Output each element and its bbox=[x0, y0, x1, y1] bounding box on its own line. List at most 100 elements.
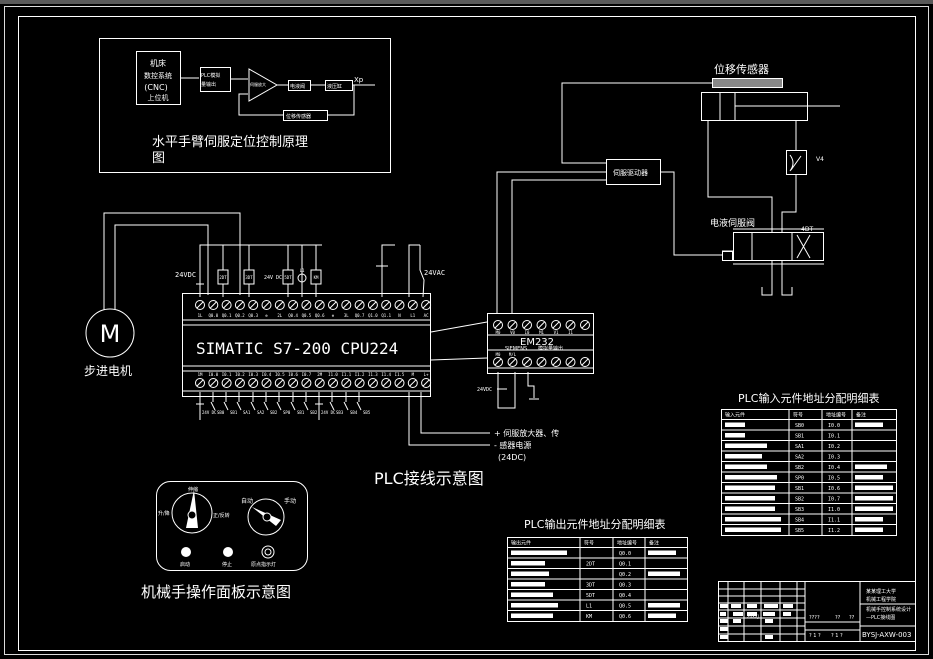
terminal-screw bbox=[565, 357, 576, 367]
terminal-slot bbox=[289, 301, 297, 309]
load-label: KM bbox=[314, 275, 319, 280]
knob-1[interactable] bbox=[171, 492, 213, 534]
terminal-slot bbox=[196, 379, 204, 387]
load-label: 3DT bbox=[245, 275, 253, 280]
amplifier-triangle bbox=[248, 68, 279, 102]
valve-control-wire bbox=[661, 171, 722, 256]
servo-driver-label: 伺服驱动器 bbox=[613, 168, 648, 177]
terminal-label: Q0.2 bbox=[235, 313, 245, 318]
load-coil bbox=[217, 269, 229, 285]
em232-terminal-label: M1 bbox=[539, 330, 544, 335]
terminal-slot bbox=[581, 321, 589, 329]
table-header: 符号 bbox=[584, 540, 594, 547]
table-cell-symbol: L1 bbox=[586, 604, 592, 610]
terminal-screw bbox=[314, 300, 325, 310]
terminal-screw bbox=[274, 300, 285, 310]
bottom-supply-label: 24V DC bbox=[321, 410, 336, 415]
knob-2[interactable] bbox=[247, 498, 285, 536]
terminal-label: M bbox=[412, 372, 415, 377]
table-header: 备注 bbox=[856, 412, 866, 419]
terminal-label: I0.6 bbox=[288, 372, 298, 377]
school-line-1: 某某理工大学 bbox=[866, 588, 896, 595]
terminal-label: I1.5 bbox=[395, 372, 405, 377]
knob1-label-right: 正/反转 bbox=[213, 512, 230, 519]
terminal-slot bbox=[422, 379, 430, 387]
table-cell-address: I1.1 bbox=[828, 518, 840, 524]
title-cell-fill bbox=[720, 627, 728, 631]
terminal-slot bbox=[329, 379, 337, 387]
throttle-label: V4 bbox=[816, 156, 824, 163]
stop-label: 停止 bbox=[222, 561, 232, 568]
lamp-icon bbox=[297, 273, 307, 283]
supply-left-label: 24VDC bbox=[175, 271, 196, 279]
stop-button[interactable] bbox=[223, 547, 233, 557]
terminal-screw bbox=[394, 300, 405, 310]
em232-terminal-label: I0 bbox=[525, 330, 530, 335]
table-cell-address: I0.7 bbox=[828, 497, 840, 503]
terminal-screw bbox=[208, 300, 219, 310]
terminal-label: N bbox=[398, 313, 401, 318]
terminal-label: Q0.6 bbox=[315, 313, 325, 318]
em232-supply: 24VDC bbox=[477, 387, 492, 393]
table-cell-symbol: SB2 bbox=[795, 465, 804, 471]
sensor-block-label: 位移传感器 bbox=[286, 113, 311, 120]
terminal-slot bbox=[369, 301, 377, 309]
supply-right-label: 24VAC bbox=[424, 269, 445, 277]
plc-block-label-2: 量输出 bbox=[201, 81, 216, 88]
terminal-label: Q1.0 bbox=[368, 313, 378, 318]
terminal-screw bbox=[261, 378, 272, 388]
terminal-label: 1L bbox=[198, 313, 203, 318]
table-cell-address: I0.2 bbox=[828, 444, 840, 450]
title-cell-fill bbox=[783, 604, 793, 608]
terminal-label: 2M bbox=[317, 372, 322, 377]
table-cell-name bbox=[725, 454, 762, 459]
table-cell-name bbox=[725, 464, 767, 469]
load-coil bbox=[282, 269, 294, 285]
table-cell-name bbox=[725, 527, 781, 532]
supply-mid-label: 24V DC bbox=[264, 275, 282, 281]
load-label: L1 bbox=[300, 268, 305, 273]
terminal-label: Q0.5 bbox=[302, 313, 312, 318]
ground-wire bbox=[381, 244, 395, 297]
drawing-line-1: 机械手控制系统设计 bbox=[866, 606, 911, 613]
terminal-screw bbox=[354, 378, 365, 388]
terminal-label: I1.4 bbox=[381, 372, 391, 377]
title-cell-fill bbox=[763, 612, 775, 616]
terminal-screw bbox=[367, 378, 378, 388]
start-button[interactable] bbox=[181, 547, 191, 557]
driver-wire bbox=[496, 171, 606, 313]
cnc-label-2: 数控系统 bbox=[144, 71, 172, 80]
valve-cross bbox=[796, 234, 811, 259]
table-cell-remark bbox=[855, 506, 893, 511]
outer-border bbox=[4, 6, 929, 655]
table-cell-address: Q0.2 bbox=[619, 572, 631, 578]
terminal-slot bbox=[223, 301, 230, 309]
switch-contact bbox=[356, 401, 362, 411]
table-header: 地址编号 bbox=[617, 540, 637, 547]
table-cell-address: I0.4 bbox=[828, 465, 840, 471]
input-label: SB2 bbox=[310, 410, 318, 415]
load-coil bbox=[243, 269, 255, 285]
table-cell-symbol: KM bbox=[586, 614, 592, 620]
school-line-2: 机械工程学院 bbox=[866, 596, 896, 603]
terminal-screw bbox=[248, 300, 259, 310]
hydraulic-line bbox=[781, 175, 797, 232]
terminal-screw bbox=[261, 300, 272, 310]
em232-body bbox=[487, 313, 594, 374]
terminal-slot bbox=[223, 379, 230, 387]
knob2-label-left: 自动 bbox=[241, 497, 253, 505]
terminal-label: 2L bbox=[277, 313, 282, 318]
title-cell-fill bbox=[747, 612, 757, 616]
cnc-label-1: 机床 bbox=[150, 58, 166, 68]
table-cell-address: I0.6 bbox=[828, 486, 840, 492]
switch-contact bbox=[223, 401, 229, 411]
table-cell-name bbox=[511, 603, 558, 608]
sheet-label-1: ? 1 ? bbox=[809, 633, 821, 639]
cylinder-block-label: 液压缸 bbox=[327, 83, 342, 90]
terminal-slot bbox=[249, 301, 257, 309]
control-principle-diagram: 机床 数控系统 (CNC) 上位机 PLC模拟 量输出 伺服放大 电液阀 液压缸… bbox=[99, 38, 391, 173]
drawing-line-2: —PLC接线图 bbox=[866, 614, 895, 621]
